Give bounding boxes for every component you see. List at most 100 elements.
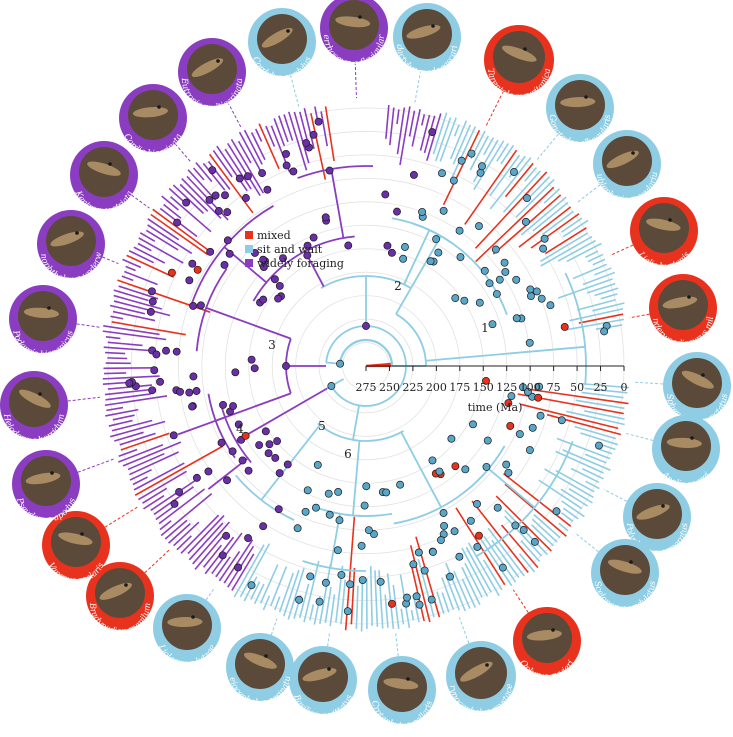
species-photo[interactable]: Gymnophthalmus underwoodi [37, 210, 105, 285]
species-photo[interactable]: Anolis sagrei [652, 415, 720, 490]
ancestral-state-node [469, 421, 476, 428]
ancestral-state-node [174, 219, 181, 226]
ancestral-state-node [212, 192, 219, 199]
lizard-eye [80, 532, 84, 536]
ancestral-state-node [197, 302, 204, 309]
tip-branch [356, 586, 358, 629]
tip-branch [577, 300, 616, 310]
species-photo[interactable]: Phrynocephalus mystaceus [446, 641, 516, 718]
ancestral-state-node [282, 362, 289, 369]
ancestral-state-node [209, 167, 216, 174]
species-photo[interactable]: Crotaphytus collaris [368, 656, 436, 731]
species-photo[interactable]: Gonatodes albogularis [546, 74, 614, 149]
species-photo[interactable]: Eutropis multicarinata [178, 38, 246, 113]
tip-branch [562, 218, 582, 232]
tip-branch [410, 111, 415, 137]
ancestral-state-node [265, 450, 272, 457]
species-photo[interactable]: Sceloporus undulatus [591, 539, 659, 614]
ancestral-state-node [302, 508, 309, 515]
species-photo[interactable]: Liolaemus lutzae [153, 594, 221, 669]
ancestral-state-node [410, 561, 417, 568]
ancestral-state-node [229, 402, 236, 409]
ancestral-state-node [148, 288, 155, 295]
ancestral-state-node [236, 175, 243, 182]
ancestral-state-node [239, 457, 246, 464]
species-photo[interactable]: Eublepharis macularius [593, 130, 661, 205]
leader-line [102, 257, 118, 264]
branch-arc [298, 166, 373, 178]
ancestral-state-node [433, 235, 440, 242]
species-photo[interactable]: Oplurus cuvieri [513, 607, 581, 682]
species-photo[interactable]: Sphenodon punctatus [663, 352, 731, 427]
lizard-eye [157, 105, 161, 109]
tip-branch [105, 353, 125, 354]
ancestral-state-node [219, 401, 226, 408]
ancestral-state-node [284, 461, 291, 468]
species-photo[interactable]: Underwoodisaurus milii [649, 274, 717, 349]
species-photo[interactable]: Tarentola mauritanica [484, 25, 554, 102]
ancestral-state-node [403, 594, 410, 601]
tip-branch [106, 337, 121, 339]
species-photo[interactable]: Heloderma horridum [0, 371, 68, 446]
species-photo[interactable]: Lygodactylus madagascariensis [393, 3, 461, 78]
ancestral-state-node [338, 571, 345, 578]
ancestral-state-node [388, 249, 395, 256]
ancestral-state-node [328, 382, 335, 389]
clade-label: 4 [236, 422, 244, 436]
tip-branch [544, 189, 559, 203]
ancestral-state-node [229, 448, 236, 455]
species-photo[interactable]: Cordylus cordylus [248, 8, 316, 83]
ancestral-state-node [251, 365, 258, 372]
ancestral-state-node [526, 446, 533, 453]
ancestral-state-node [173, 348, 180, 355]
ancestral-state-node [245, 467, 252, 474]
ancestral-state-node [149, 298, 156, 305]
ancestral-state-node [435, 249, 442, 256]
leader-line [604, 489, 627, 501]
species-photo[interactable]: Cordia bicarinata [119, 84, 187, 159]
leader-line [396, 632, 399, 656]
clade-label: 1 [481, 321, 489, 335]
lizard-eye [406, 677, 410, 681]
leader-line [77, 324, 101, 328]
species-photo[interactable]: Lialis burtonis [630, 197, 698, 272]
ancestral-state-node [156, 378, 163, 385]
legend: mixed sit and wait widely foraging [245, 229, 344, 270]
ancestral-state-node [496, 276, 503, 283]
ancestral-state-node [440, 522, 447, 529]
ancestral-state-node [384, 242, 391, 249]
lizard-eye [286, 29, 290, 33]
species-photo[interactable]: Gerrhosaurus flavigularis [320, 0, 388, 69]
lizard-eye [668, 218, 672, 222]
species-photo[interactable]: Podarcis hispanicus [9, 285, 77, 360]
ancestral-state-node [467, 517, 474, 524]
leader-line [78, 459, 115, 473]
ancestral-state-node [436, 468, 443, 475]
tip-branch [563, 508, 578, 519]
branch-arc [396, 314, 426, 366]
lizard-eye [661, 504, 665, 508]
tip-branch [112, 421, 152, 431]
branch-arc [340, 340, 392, 366]
ancestral-state-node [272, 454, 279, 461]
tip-branch [224, 540, 252, 583]
leader-line [206, 587, 215, 600]
species-photo[interactable]: Basiliscus vittatus [289, 646, 357, 721]
ancestral-state-node [451, 528, 458, 535]
species-photo[interactable]: Leiocephalus carinatus [226, 633, 294, 708]
ancestral-state-node [507, 422, 514, 429]
ancestral-state-node [188, 403, 195, 410]
ancestral-state-node [418, 208, 425, 215]
ancestral-state-node [493, 290, 500, 297]
lizard-eye [47, 306, 51, 310]
ancestral-state-node [410, 171, 417, 178]
leader-line [131, 195, 149, 208]
ancestral-state-node [218, 439, 225, 446]
ancestral-state-node [316, 598, 323, 605]
ancestral-state-node [429, 129, 436, 136]
species-photo[interactable]: Kentropyx striata [70, 141, 138, 216]
lizard-eye [108, 162, 112, 166]
ancestral-state-node [193, 474, 200, 481]
legend-label-widely-foraging: widely foraging [257, 257, 344, 270]
